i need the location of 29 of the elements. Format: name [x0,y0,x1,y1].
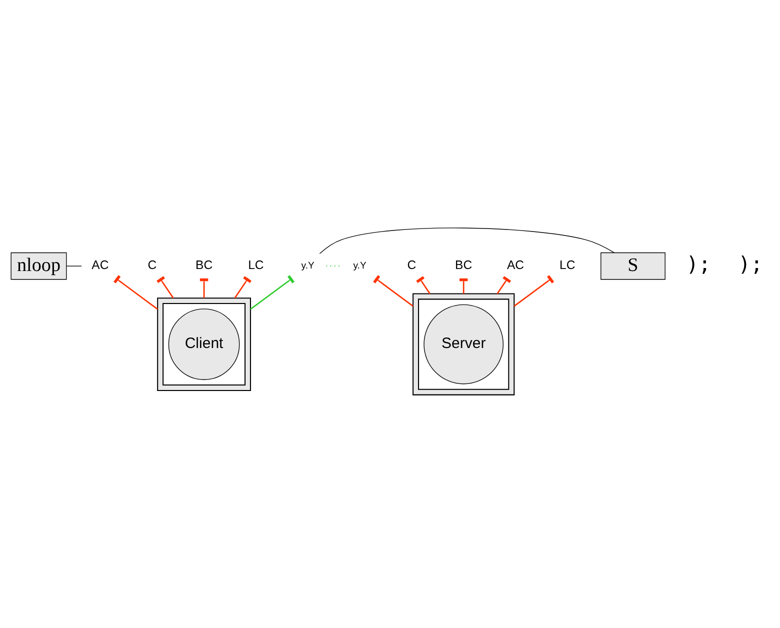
connector [319,228,615,254]
node-box: S [600,252,666,280]
connector [114,275,158,310]
cluster [162,303,246,386]
node-circle: Server [424,304,504,384]
node-text: y.Y [301,260,314,272]
connector [234,276,252,298]
label: ); [686,252,711,276]
connector [514,275,554,307]
connector [496,276,512,294]
node-text: BC [455,258,472,272]
connector [416,276,430,294]
node-text: AC [506,258,524,272]
node-text: C [148,258,157,272]
node-text: C [407,258,416,272]
node-circle: Client [168,308,240,380]
node-text: AC [92,258,109,272]
node-text: LC [248,258,264,272]
node-text: y.Y [353,260,366,272]
cluster [412,293,515,396]
label: ); [738,252,763,276]
connector [373,275,414,307]
cluster [418,298,510,390]
connector [250,275,295,310]
node-text: BC [196,258,213,272]
node-text: LC [560,258,576,272]
node-box: nloop [10,252,67,280]
connector [156,276,174,298]
cluster [157,298,251,391]
